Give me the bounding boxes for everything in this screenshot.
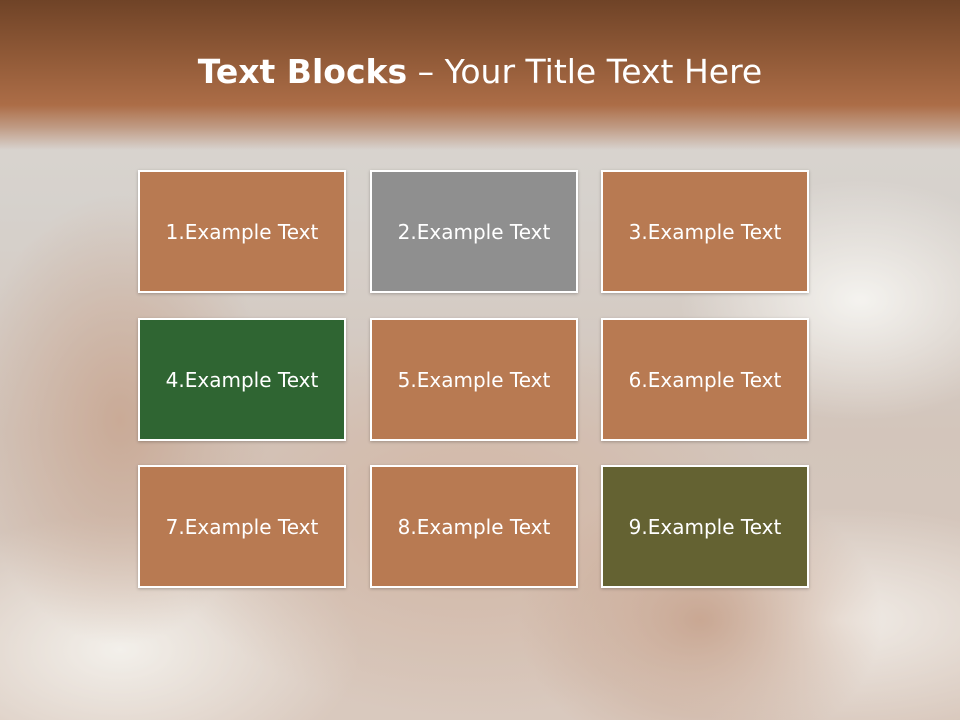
text-block-label: 4.Example Text [165, 367, 319, 392]
text-block-9[interactable]: 9.Example Text [601, 465, 809, 588]
text-block-8[interactable]: 8.Example Text [370, 465, 578, 588]
text-block-label: 8.Example Text [397, 514, 551, 539]
text-block-4[interactable]: 4.Example Text [138, 318, 346, 441]
text-block-3[interactable]: 3.Example Text [601, 170, 809, 293]
text-block-label: 2.Example Text [397, 219, 551, 244]
text-block-label: 7.Example Text [165, 514, 319, 539]
text-block-label: 5.Example Text [397, 367, 551, 392]
title-dash: – [407, 52, 445, 91]
text-block-5[interactable]: 5.Example Text [370, 318, 578, 441]
text-block-2[interactable]: 2.Example Text [370, 170, 578, 293]
title-bold-part: Text Blocks [197, 52, 408, 91]
text-block-label: 6.Example Text [628, 367, 782, 392]
slide-title[interactable]: Text Blocks – Your Title Text Here [0, 52, 960, 91]
text-block-label: 3.Example Text [628, 219, 782, 244]
text-block-7[interactable]: 7.Example Text [138, 465, 346, 588]
text-block-label: 9.Example Text [628, 514, 782, 539]
text-block-6[interactable]: 6.Example Text [601, 318, 809, 441]
text-block-1[interactable]: 1.Example Text [138, 170, 346, 293]
title-rest: Your Title Text Here [444, 52, 763, 91]
text-blocks-grid: 1.Example Text 2.Example Text 3.Example … [138, 170, 814, 594]
title-bar [0, 0, 960, 150]
text-block-label: 1.Example Text [165, 219, 319, 244]
